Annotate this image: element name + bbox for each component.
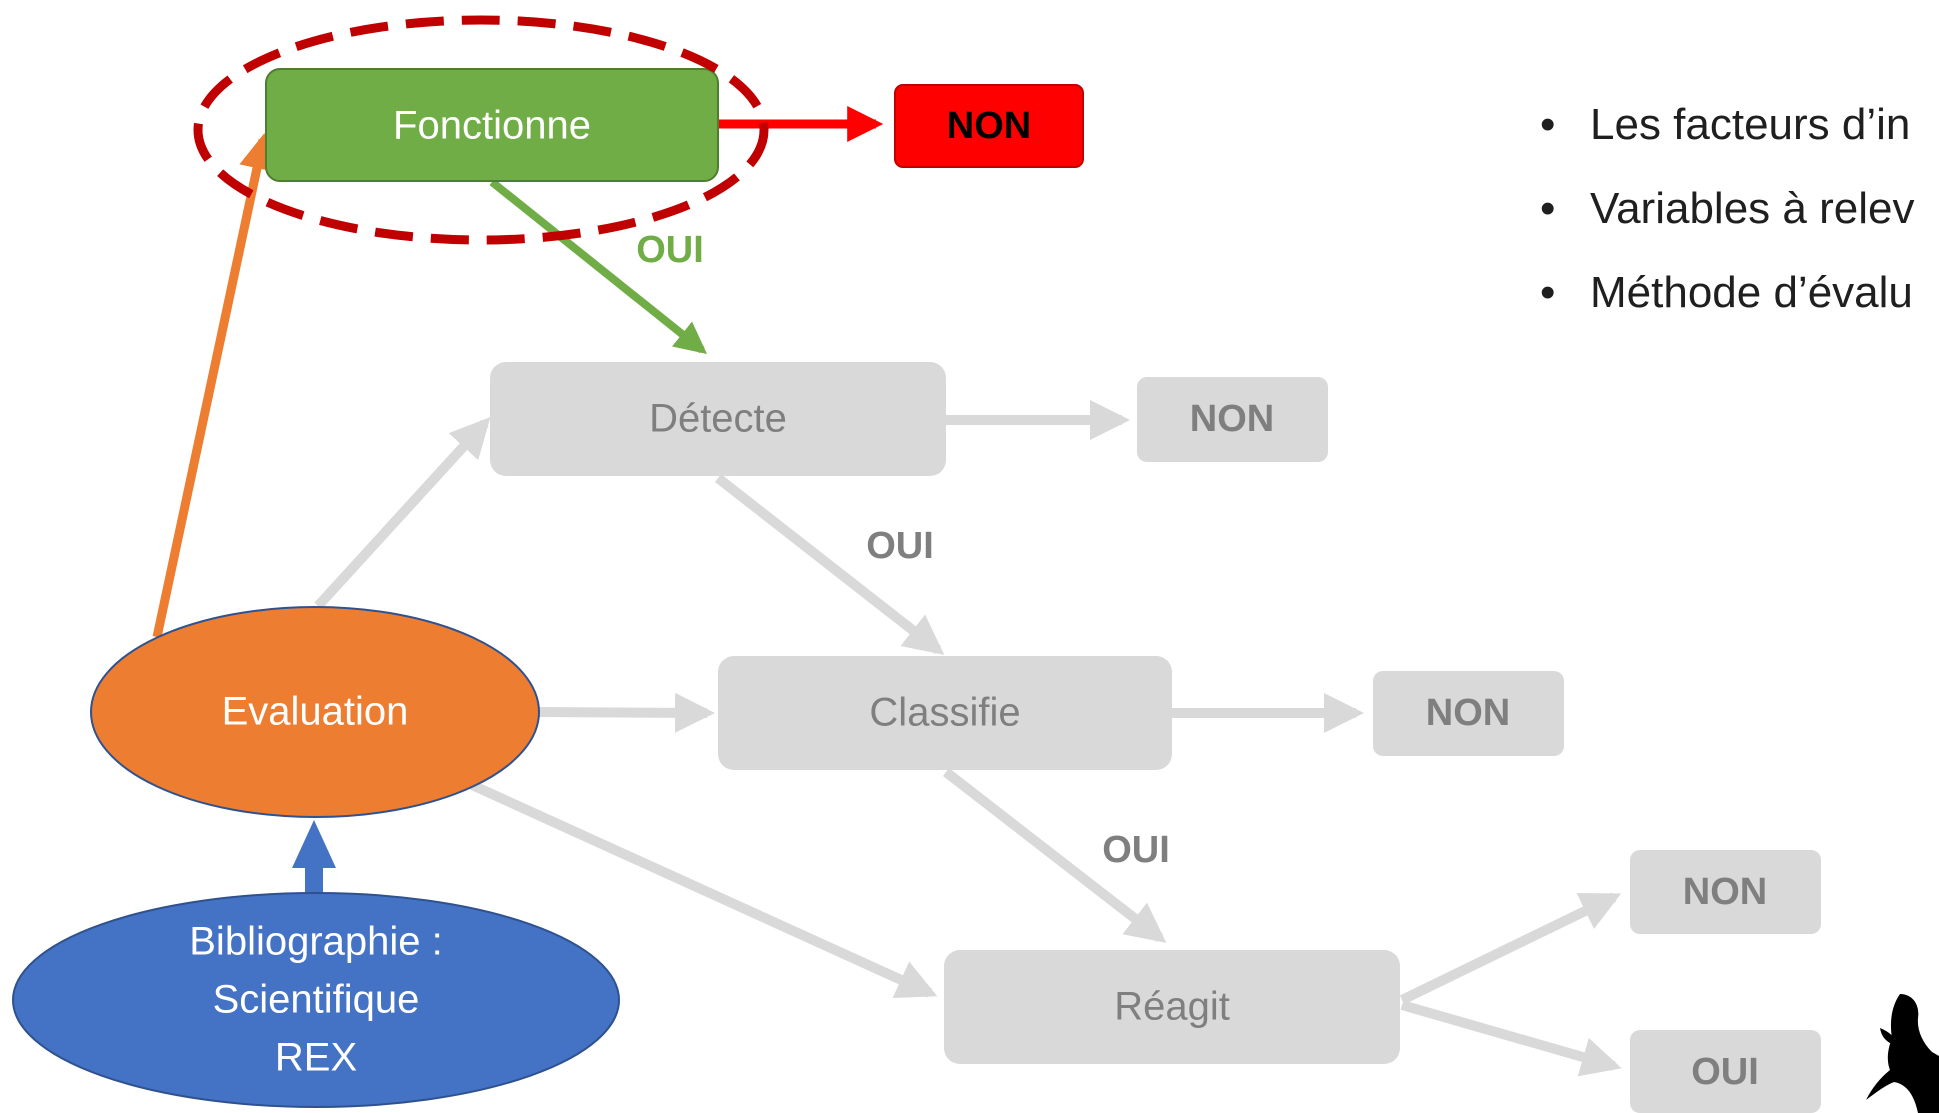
bullet-marker: •	[1540, 268, 1556, 317]
arrow-evaluation-to-classifie	[537, 692, 715, 733]
oui-green-label: OUI	[636, 229, 704, 271]
classifie-box	[718, 656, 1172, 770]
arrow-bibliographie-to-evaluation-head	[292, 820, 336, 868]
non-reagit-box	[1630, 850, 1821, 934]
classifie-label: Classifie	[869, 691, 1020, 735]
non-detecte-box	[1137, 377, 1328, 462]
evaluation-ellipse	[90, 606, 540, 818]
bibliographie-ellipse	[12, 892, 620, 1108]
oui-reagit-box	[1630, 1030, 1821, 1113]
evaluation-label: Evaluation	[222, 690, 409, 734]
arrow-fonctionne-to-detecte	[489, 178, 707, 354]
bullet-marker: •	[1540, 184, 1556, 233]
arrow-detecte-to-classifie	[714, 474, 945, 655]
non-detecte-label: NON	[1190, 398, 1274, 440]
bullet-marker: •	[1540, 100, 1556, 149]
non-top-box	[894, 84, 1084, 168]
bullet-item: • Les facteurs d’in	[1540, 95, 1939, 179]
oui-classifie-label: OUI	[1102, 829, 1170, 871]
arrow-bibliographie-to-evaluation-shaft	[305, 860, 323, 895]
arrow-evaluation-to-detecte	[314, 417, 491, 610]
non-reagit-label: NON	[1683, 871, 1767, 913]
highlight-dashed-ellipse	[193, 15, 769, 245]
non-classifie-label: NON	[1426, 692, 1510, 734]
oui-reagit-label: OUI	[1691, 1051, 1759, 1093]
bullet-item: • Variables à relev	[1540, 179, 1939, 263]
bibliographie-line-2: Scientifique	[213, 978, 420, 1022]
non-top-label: NON	[947, 105, 1031, 147]
fonctionne-box	[265, 68, 719, 182]
bibliographie-line-1: Bibliographie :	[189, 920, 443, 964]
reagit-label: Réagit	[1114, 985, 1230, 1029]
bird-silhouette-icon	[1866, 994, 1939, 1113]
bibliographie-line-3: REX	[275, 1036, 357, 1080]
arrow-reagit-to-non	[1399, 892, 1622, 1005]
detecte-label: Détecte	[649, 397, 787, 441]
arrow-evaluation-to-fonctionne	[152, 132, 275, 638]
bullet-item: • Méthode d’évalu	[1540, 263, 1939, 347]
oui-detecte-label: OUI	[866, 525, 934, 567]
detecte-box	[490, 362, 946, 476]
arrow-evaluation-to-reagit	[469, 780, 938, 998]
bullet-text: Variables à relev	[1590, 184, 1915, 233]
fonctionne-label: Fonctionne	[393, 104, 591, 148]
bullet-text: Les facteurs d’in	[1590, 100, 1911, 149]
arrow-reagit-to-oui	[1400, 1000, 1622, 1077]
bullet-list: • Les facteurs d’in • Variables à relev • M…	[1540, 95, 1939, 347]
bullet-text: Méthode d’évalu	[1590, 268, 1913, 317]
non-classifie-box	[1373, 671, 1564, 756]
reagit-box	[944, 950, 1400, 1064]
arrow-classifie-to-reagit	[942, 768, 1167, 943]
